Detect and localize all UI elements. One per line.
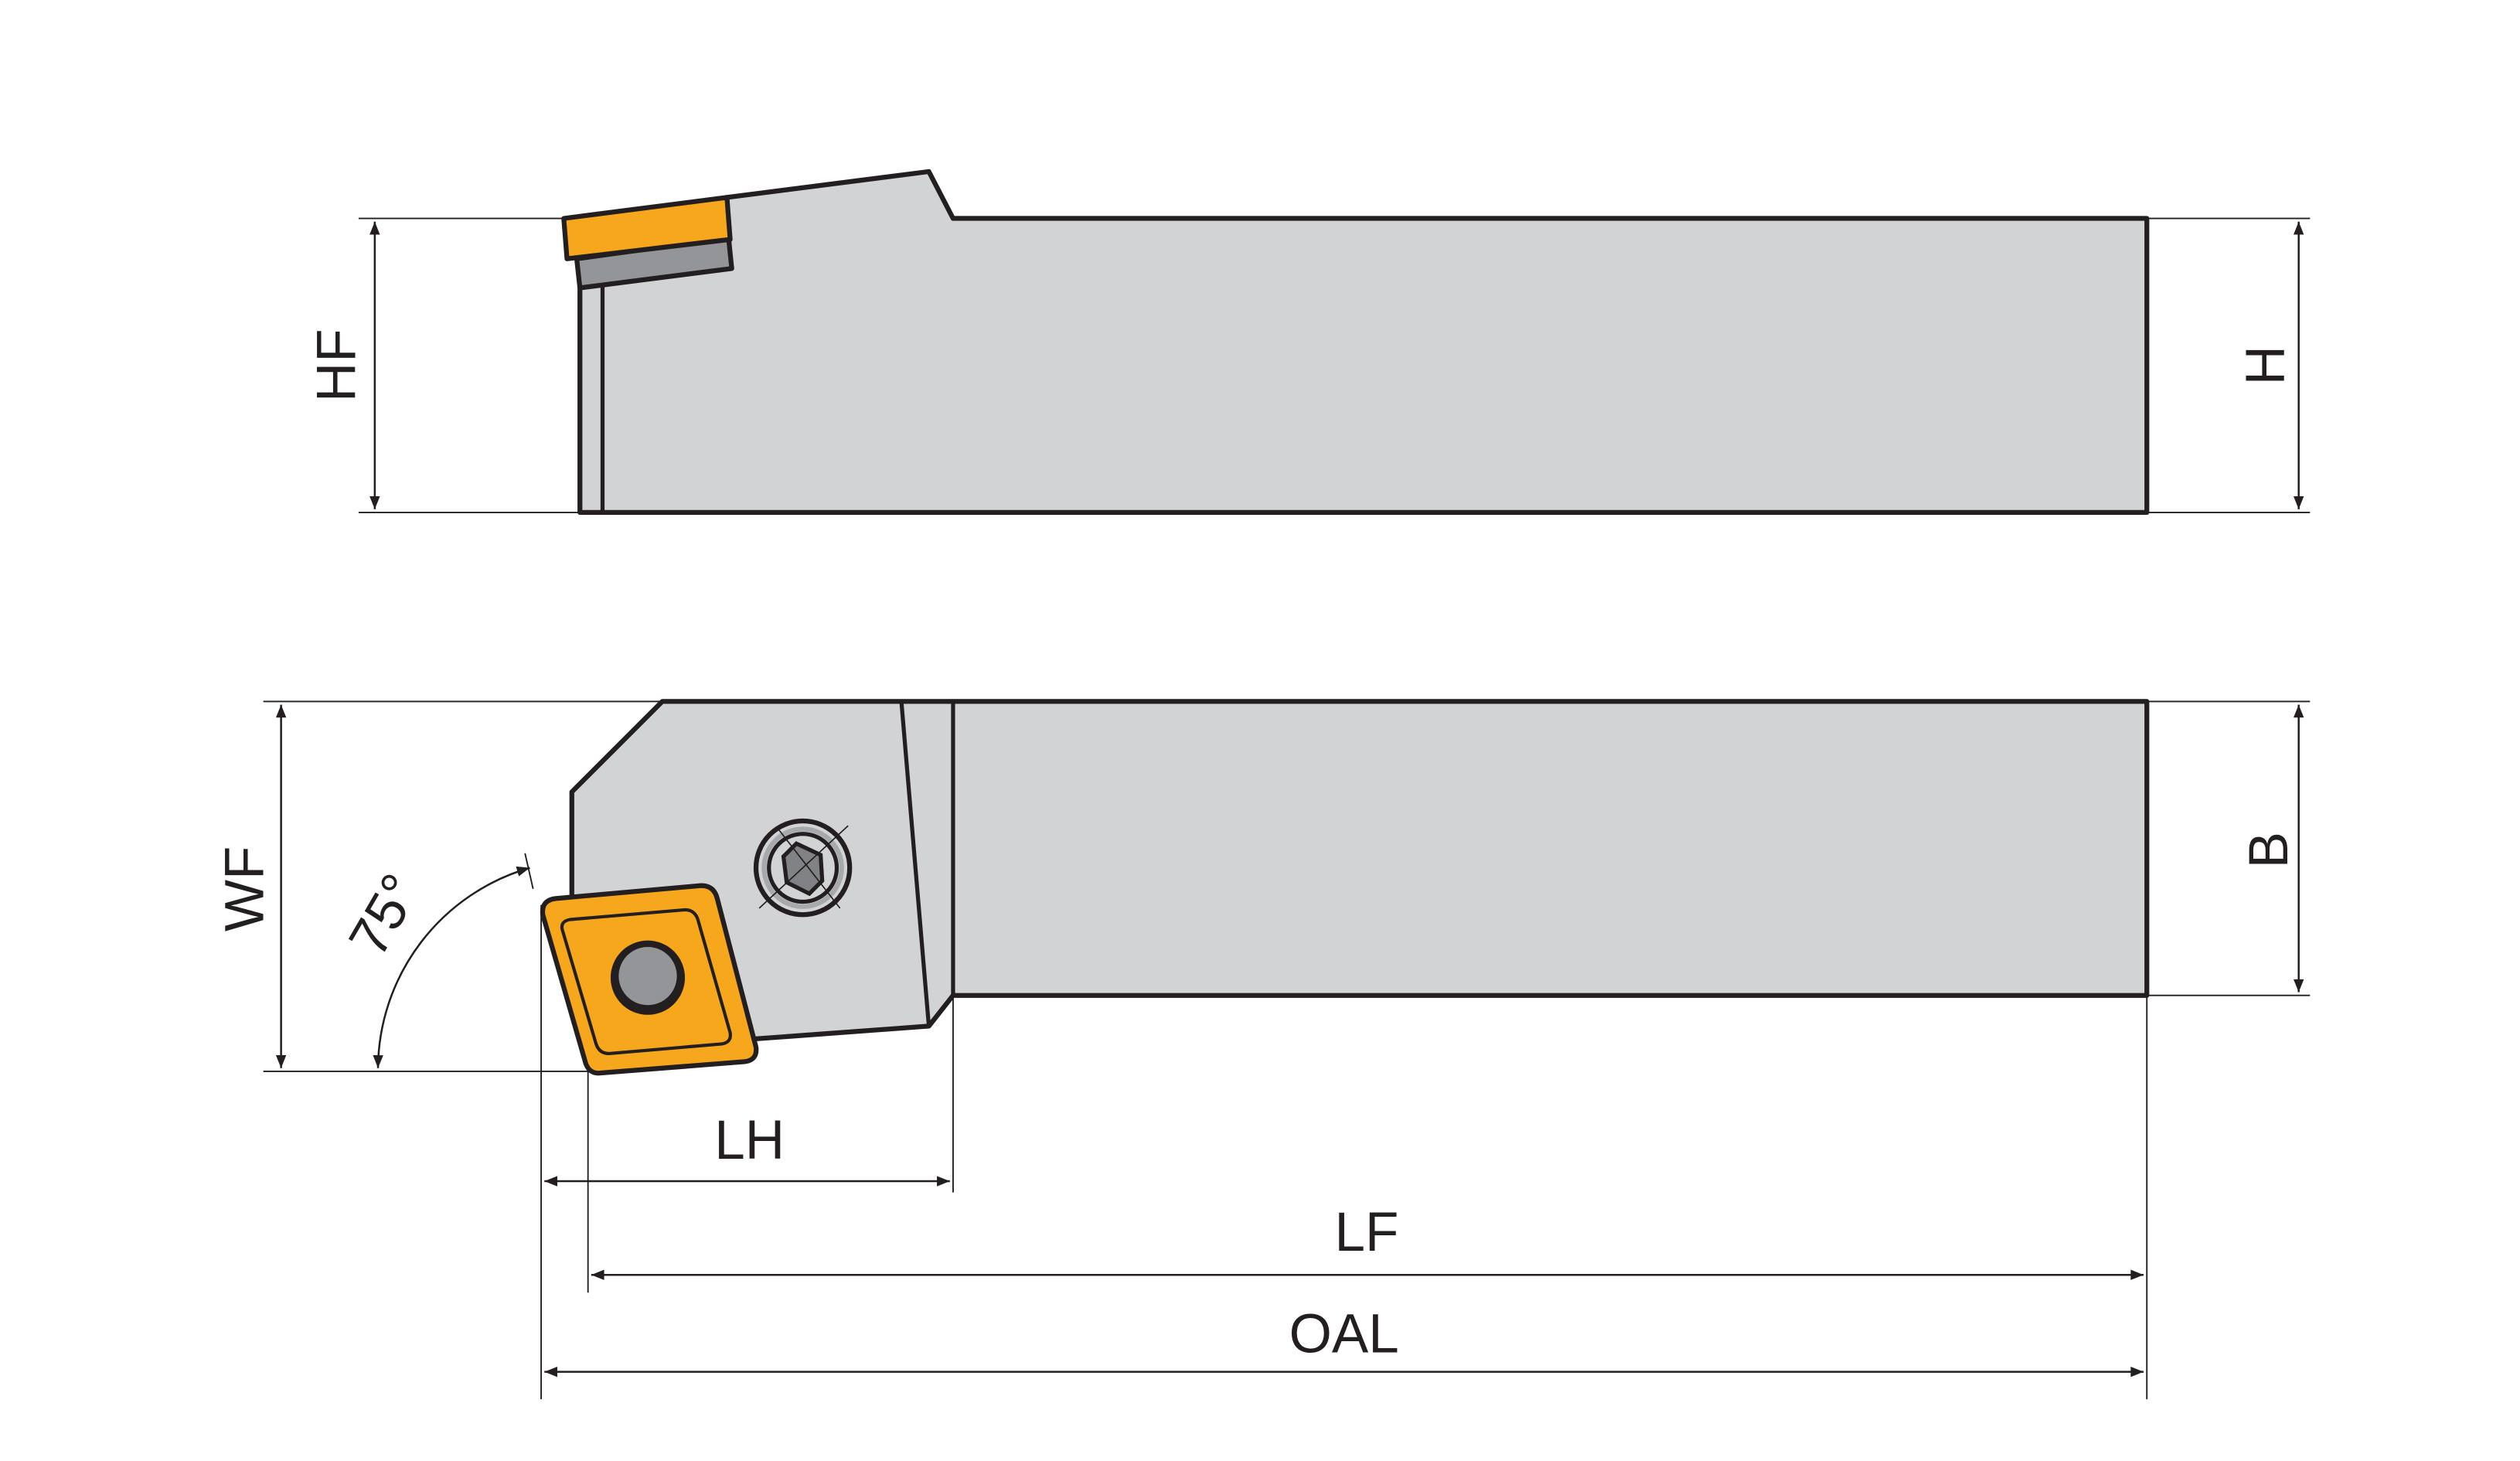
wf-label: WF xyxy=(215,846,276,931)
hf-label: HF xyxy=(307,329,368,402)
head-taper-line xyxy=(899,701,931,1027)
angle-label: 75° xyxy=(338,864,432,967)
insert-top xyxy=(540,883,759,1076)
h-label: H xyxy=(2236,346,2297,385)
angle-arc xyxy=(373,866,530,1068)
lh-label: LH xyxy=(714,1110,785,1171)
top-view: WF B 75° LH LF OAL xyxy=(215,699,2311,1400)
holder-body-side xyxy=(577,169,2150,516)
insert-side xyxy=(561,195,733,261)
oal-label: OAL xyxy=(1289,1304,1399,1365)
lf-label: LF xyxy=(1334,1202,1398,1263)
clamp-screw xyxy=(753,818,853,918)
b-label: B xyxy=(2239,832,2300,868)
side-view: HF H xyxy=(307,169,2311,516)
